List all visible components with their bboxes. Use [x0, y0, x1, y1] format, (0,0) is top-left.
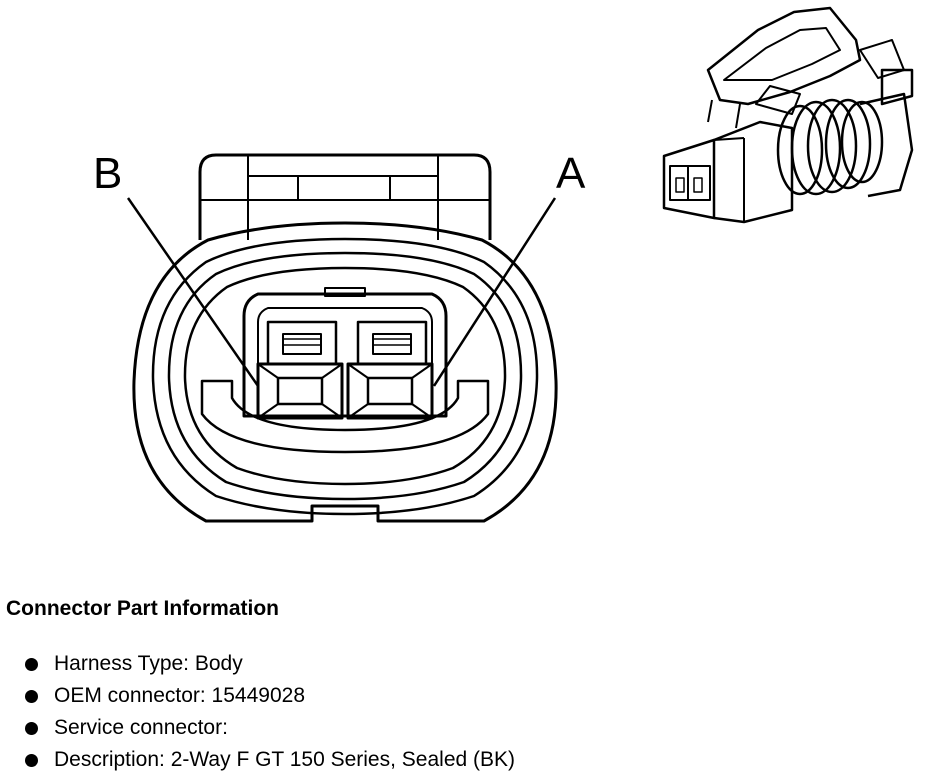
- harness-type-text: Harness Type: Body: [54, 652, 243, 675]
- list-item-description: Description: 2-Way F GT 150 Series, Seal…: [6, 744, 936, 776]
- list-item-oem-connector: OEM connector: 15449028: [6, 680, 936, 712]
- pin-label-a: A: [556, 149, 586, 198]
- connector-face-view: [126, 153, 558, 523]
- locking-tab: [198, 153, 492, 240]
- terminal-cavity-b: [256, 320, 344, 420]
- service-connector-text: Service connector:: [54, 716, 228, 739]
- bullet-icon: [25, 690, 38, 703]
- terminal-cavity-a: [346, 320, 434, 420]
- connector-diagram: B A: [93, 6, 914, 523]
- seal-ring-outer: [151, 237, 539, 516]
- info-title: Connector Part Information: [6, 597, 280, 620]
- list-item-service-connector: Service connector:: [6, 712, 936, 744]
- terminal-cavity: [200, 379, 490, 454]
- leader-line-b: [126, 197, 260, 387]
- bullet-icon: [25, 722, 38, 735]
- outer-shell: [132, 221, 558, 523]
- bullet-icon: [25, 754, 38, 767]
- leader-line-a: [432, 197, 557, 387]
- seal-ring-middle: [167, 251, 523, 501]
- bullet-icon: [25, 658, 38, 671]
- connector-part-information: Connector Part Information Harness Type:…: [6, 596, 936, 776]
- connector-3d-view: [662, 6, 914, 224]
- pin-label-b: B: [93, 149, 122, 198]
- seal-ring-inner: [183, 266, 507, 486]
- list-item-harness-type: Harness Type: Body: [6, 648, 936, 680]
- info-list: Harness Type: Body OEM connector: 154490…: [6, 648, 936, 776]
- oem-connector-text: OEM connector: 15449028: [54, 684, 305, 707]
- description-text: Description: 2-Way F GT 150 Series, Seal…: [54, 748, 516, 771]
- terminal-housing: [242, 287, 448, 418]
